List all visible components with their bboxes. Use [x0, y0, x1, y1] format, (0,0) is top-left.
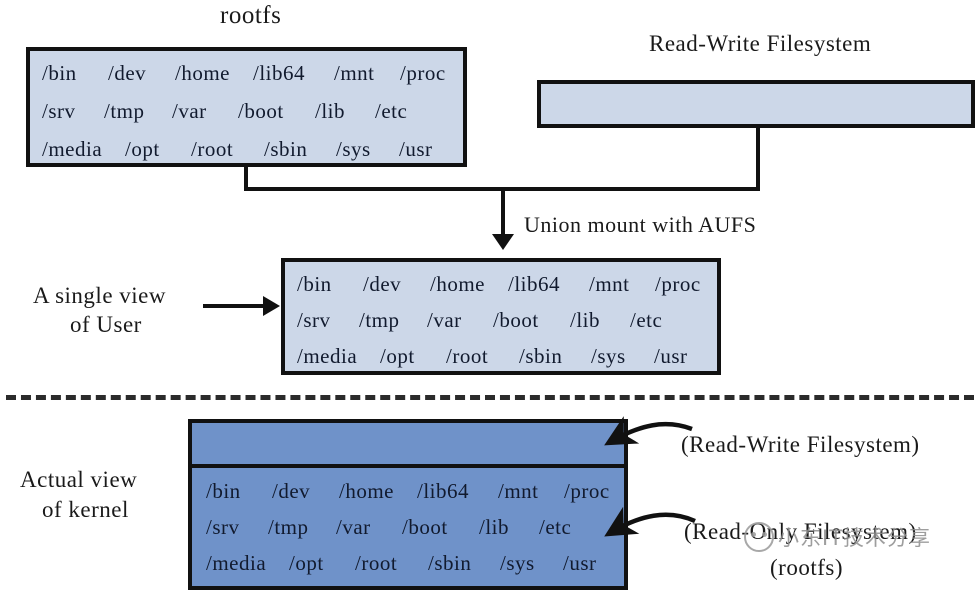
callout-read-only-rootfs: (rootfs) [770, 555, 843, 580]
fs-entry: /var [172, 99, 207, 123]
fs-entry: /root [355, 551, 398, 575]
kernel-view-label-line2: of kernel [42, 497, 129, 522]
fs-entry: /etc [539, 515, 572, 539]
rw-connector-vertical [756, 126, 760, 191]
kernel-rw-layer [192, 423, 624, 468]
fs-entry: /media [42, 137, 103, 161]
union-row-1: /srv /tmp /var /boot /lib /etc [285, 308, 741, 333]
user-view-label-line2: of User [70, 312, 142, 337]
fs-entry: /root [191, 137, 234, 161]
union-view-box: /bin /dev /home /lib64 /mnt /proc /srv /… [281, 258, 721, 375]
kernel-row-0: /bin /dev /home /lib64 /mnt /proc [192, 479, 652, 504]
fs-entry: /proc [400, 61, 446, 85]
fs-entry: /sys [591, 344, 626, 368]
fs-entry: /srv [206, 515, 240, 539]
rootfs-row-0: /bin /dev /home /lib64 /mnt /proc [30, 61, 487, 86]
rootfs-connector-vertical [244, 165, 248, 191]
read-write-layer-box [537, 80, 975, 128]
kernel-view-box: /bin /dev /home /lib64 /mnt /proc /srv /… [188, 419, 628, 590]
fs-entry: /tmp [104, 99, 145, 123]
fs-entry: /lib [479, 515, 510, 539]
fs-entry: /dev [272, 479, 311, 503]
fs-entry: /lib64 [253, 61, 306, 85]
rootfs-row-2: /media /opt /root /sbin /sys /usr [30, 137, 487, 162]
kernel-row-2: /media /opt /root /sbin /sys /usr [192, 551, 652, 576]
union-mount-arrow-shaft [501, 187, 505, 235]
fs-entry: /sbin [519, 344, 563, 368]
fs-entry: /var [427, 308, 462, 332]
kernel-row-1: /srv /tmp /var /boot /lib /etc [192, 515, 652, 540]
fs-entry: /usr [563, 551, 597, 575]
fs-entry: /lib [315, 99, 346, 123]
user-view-label-line1: A single view [33, 283, 166, 308]
union-row-2: /media /opt /root /sbin /sys /usr [285, 344, 741, 369]
fs-entry: /tmp [268, 515, 309, 539]
user-kernel-separator [6, 395, 974, 400]
fs-entry: /home [175, 61, 230, 85]
kernel-view-label-line1: Actual view [20, 467, 138, 492]
read-write-filesystem-title: Read-Write Filesystem [649, 31, 872, 56]
fs-entry: /dev [363, 272, 402, 296]
rootfs-box: /bin /dev /home /lib64 /mnt /proc /srv /… [26, 47, 467, 167]
fs-entry: /srv [42, 99, 76, 123]
fs-entry: /media [297, 344, 358, 368]
fs-entry: /home [339, 479, 394, 503]
fs-entry: /mnt [498, 479, 539, 503]
fs-entry: /srv [297, 308, 331, 332]
fs-entry: /proc [655, 272, 701, 296]
fs-entry: /sys [500, 551, 535, 575]
rootfs-title: rootfs [220, 2, 282, 29]
fs-entry: /lib [570, 308, 601, 332]
fs-entry: /sys [336, 137, 371, 161]
fs-entry: /tmp [359, 308, 400, 332]
fs-entry: /boot [402, 515, 448, 539]
fs-entry: /sbin [428, 551, 472, 575]
fs-entry: /bin [42, 61, 77, 85]
callout-read-write-filesystem: (Read-Write Filesystem) [681, 432, 920, 457]
fs-entry: /boot [493, 308, 539, 332]
fs-entry: /opt [380, 344, 415, 368]
union-mount-arrowhead [492, 234, 514, 250]
fs-entry: /usr [399, 137, 433, 161]
union-mount-label: Union mount with AUFS [524, 212, 757, 237]
fs-entry: /opt [289, 551, 324, 575]
callout-read-only-filesystem: (Read-Only Filesystem) [684, 519, 917, 544]
callout-arrow-read-write [604, 416, 693, 446]
fs-entry: /lib64 [417, 479, 470, 503]
fs-entry: /home [430, 272, 485, 296]
fs-entry: /media [206, 551, 267, 575]
fs-entry: /boot [238, 99, 284, 123]
fs-entry: /mnt [334, 61, 375, 85]
fs-entry: /root [446, 344, 489, 368]
fs-entry: /dev [108, 61, 147, 85]
fs-entry: /sbin [264, 137, 308, 161]
union-row-0: /bin /dev /home /lib64 /mnt /proc [285, 272, 741, 297]
fs-entry: /opt [125, 137, 160, 161]
fs-entry: /bin [206, 479, 241, 503]
fs-entry: /mnt [589, 272, 630, 296]
fs-entry: /usr [654, 344, 688, 368]
fs-entry: /var [336, 515, 371, 539]
fs-entry: /lib64 [508, 272, 561, 296]
user-view-arrowhead [263, 296, 280, 316]
rootfs-row-1: /srv /tmp /var /boot /lib /etc [30, 99, 487, 124]
fs-entry: /bin [297, 272, 332, 296]
user-view-arrow-shaft [203, 304, 265, 308]
callout-arrow-read-only [604, 506, 696, 537]
fs-entry: /etc [630, 308, 663, 332]
fs-entry: /etc [375, 99, 408, 123]
fs-entry: /proc [564, 479, 610, 503]
